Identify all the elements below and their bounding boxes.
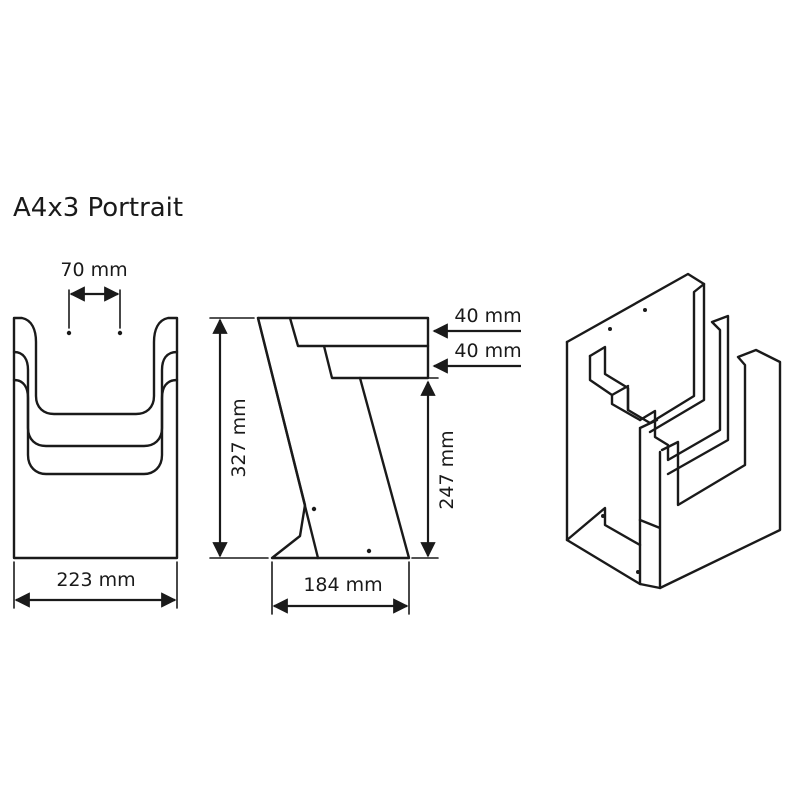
iso-pocket-front	[638, 348, 782, 590]
iso-back-panel	[565, 340, 642, 586]
side-hole-lower	[366, 548, 372, 554]
iso-hole-3	[601, 514, 605, 518]
side-view: 327 mm 184 mm 40 mm 40 mm 247 mm	[209, 305, 522, 615]
front-view-outline	[12, 316, 179, 560]
front-view-pocket-bottom	[12, 378, 179, 476]
front-view-pocket-middle	[12, 350, 179, 448]
iso-hole-2	[643, 308, 647, 312]
iso-pocket-middle	[610, 314, 730, 476]
side-hole-upper	[311, 506, 317, 512]
isometric-view	[565, 272, 782, 590]
dimension-label-step-second: 40 mm	[454, 340, 521, 362]
dimension-label-lower-height: 247 mm	[436, 430, 458, 509]
dimension-label-total-height: 327 mm	[228, 398, 250, 477]
mounting-hole-right	[117, 330, 123, 336]
dimension-label-hole-spacing: 70 mm	[60, 259, 127, 281]
iso-hole-1	[608, 327, 612, 331]
iso-base-foot	[565, 506, 642, 547]
side-view-outline	[256, 316, 430, 560]
side-view-back-slant	[256, 316, 320, 560]
iso-hole-4	[636, 570, 640, 574]
front-view: 70 mm 223 mm	[12, 259, 179, 609]
dimension-label-front-width: 223 mm	[56, 569, 135, 591]
side-view-steps	[288, 316, 430, 380]
mounting-hole-left	[66, 330, 72, 336]
iso-pocket-rear	[588, 282, 706, 434]
dimension-label-step-top: 40 mm	[454, 305, 521, 327]
drawing-title: A4x3 Portrait	[13, 193, 183, 223]
dimension-label-base-depth: 184 mm	[303, 574, 382, 596]
